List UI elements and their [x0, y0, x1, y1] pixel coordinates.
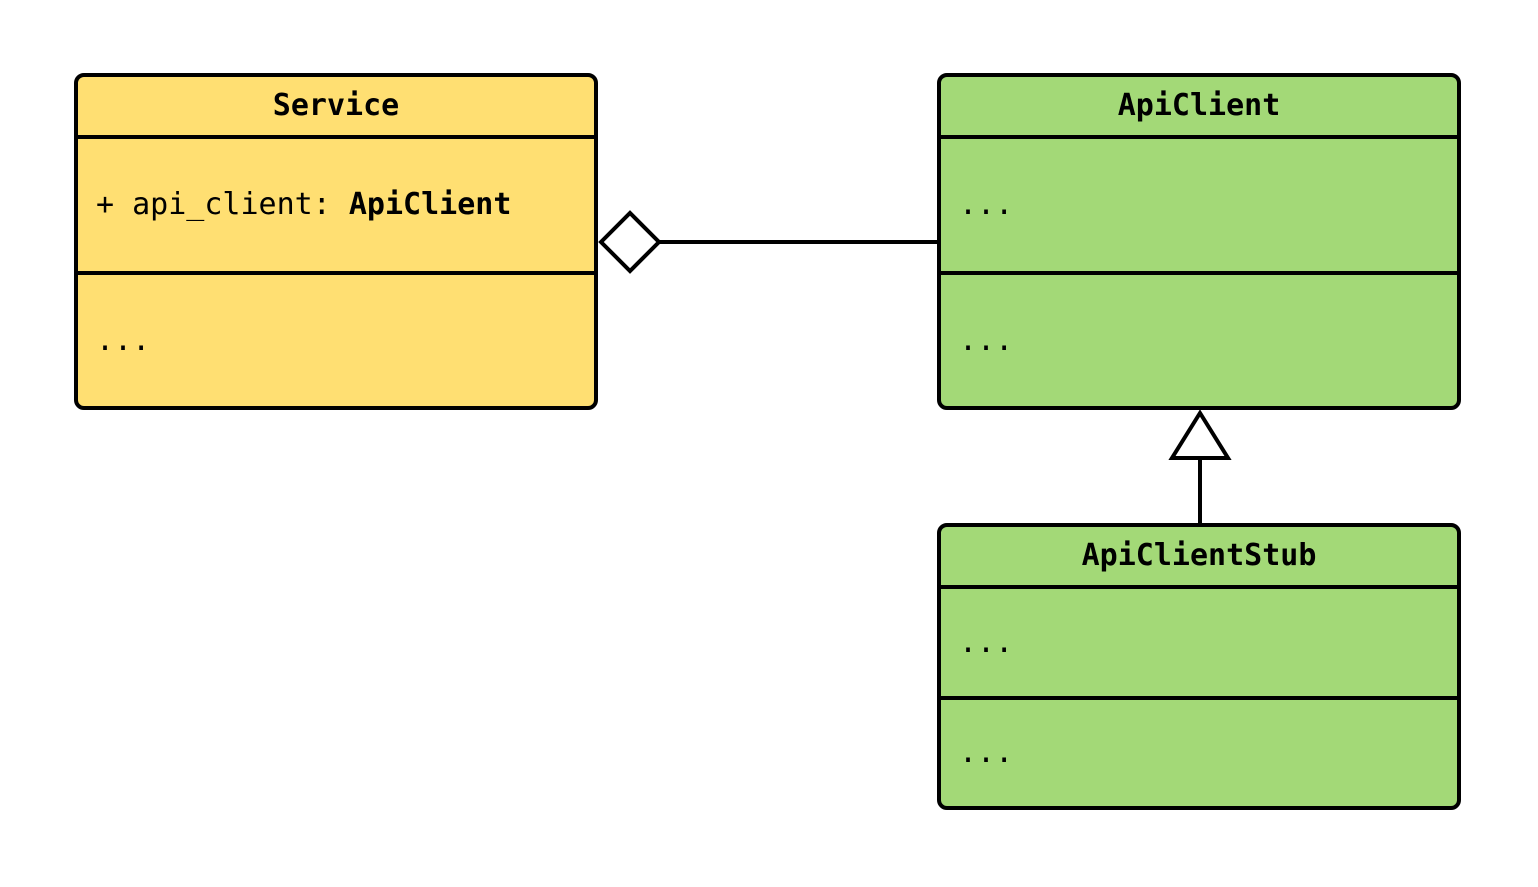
class-title-api-client: ApiClient: [941, 77, 1457, 139]
api-client-stub-methods-placeholder: ...: [959, 735, 1014, 770]
service-attribute-type: ApiClient: [348, 187, 512, 222]
class-title-service: Service: [78, 77, 594, 139]
class-box-service: Service + api_client: ApiClient ...: [74, 73, 598, 410]
service-methods-placeholder: ...: [96, 322, 151, 358]
inheritance-triangle: [1168, 409, 1232, 460]
api-client-attributes-placeholder: ...: [959, 187, 1014, 222]
class-box-api-client-stub: ApiClientStub ... ...: [937, 523, 1461, 810]
api-client-stub-attributes-placeholder: ...: [959, 624, 1014, 660]
api-client-methods-placeholder: ...: [959, 322, 1014, 358]
class-box-api-client: ApiClient ... ...: [937, 73, 1461, 410]
service-attribute: + api_client: ApiClient: [96, 187, 511, 223]
service-attribute-name: + api_client:: [96, 187, 349, 222]
service-attributes-section: + api_client: ApiClient: [78, 139, 594, 275]
api-client-stub-methods-section: ...: [941, 700, 1457, 806]
service-methods-section: ...: [78, 275, 594, 406]
api-client-stub-attributes-section: ...: [941, 589, 1457, 700]
api-client-methods-section: ...: [941, 275, 1457, 406]
api-client-attributes-section: ...: [941, 139, 1457, 275]
class-title-api-client-stub: ApiClientStub: [941, 527, 1457, 589]
aggregation-diamond: [598, 210, 662, 274]
